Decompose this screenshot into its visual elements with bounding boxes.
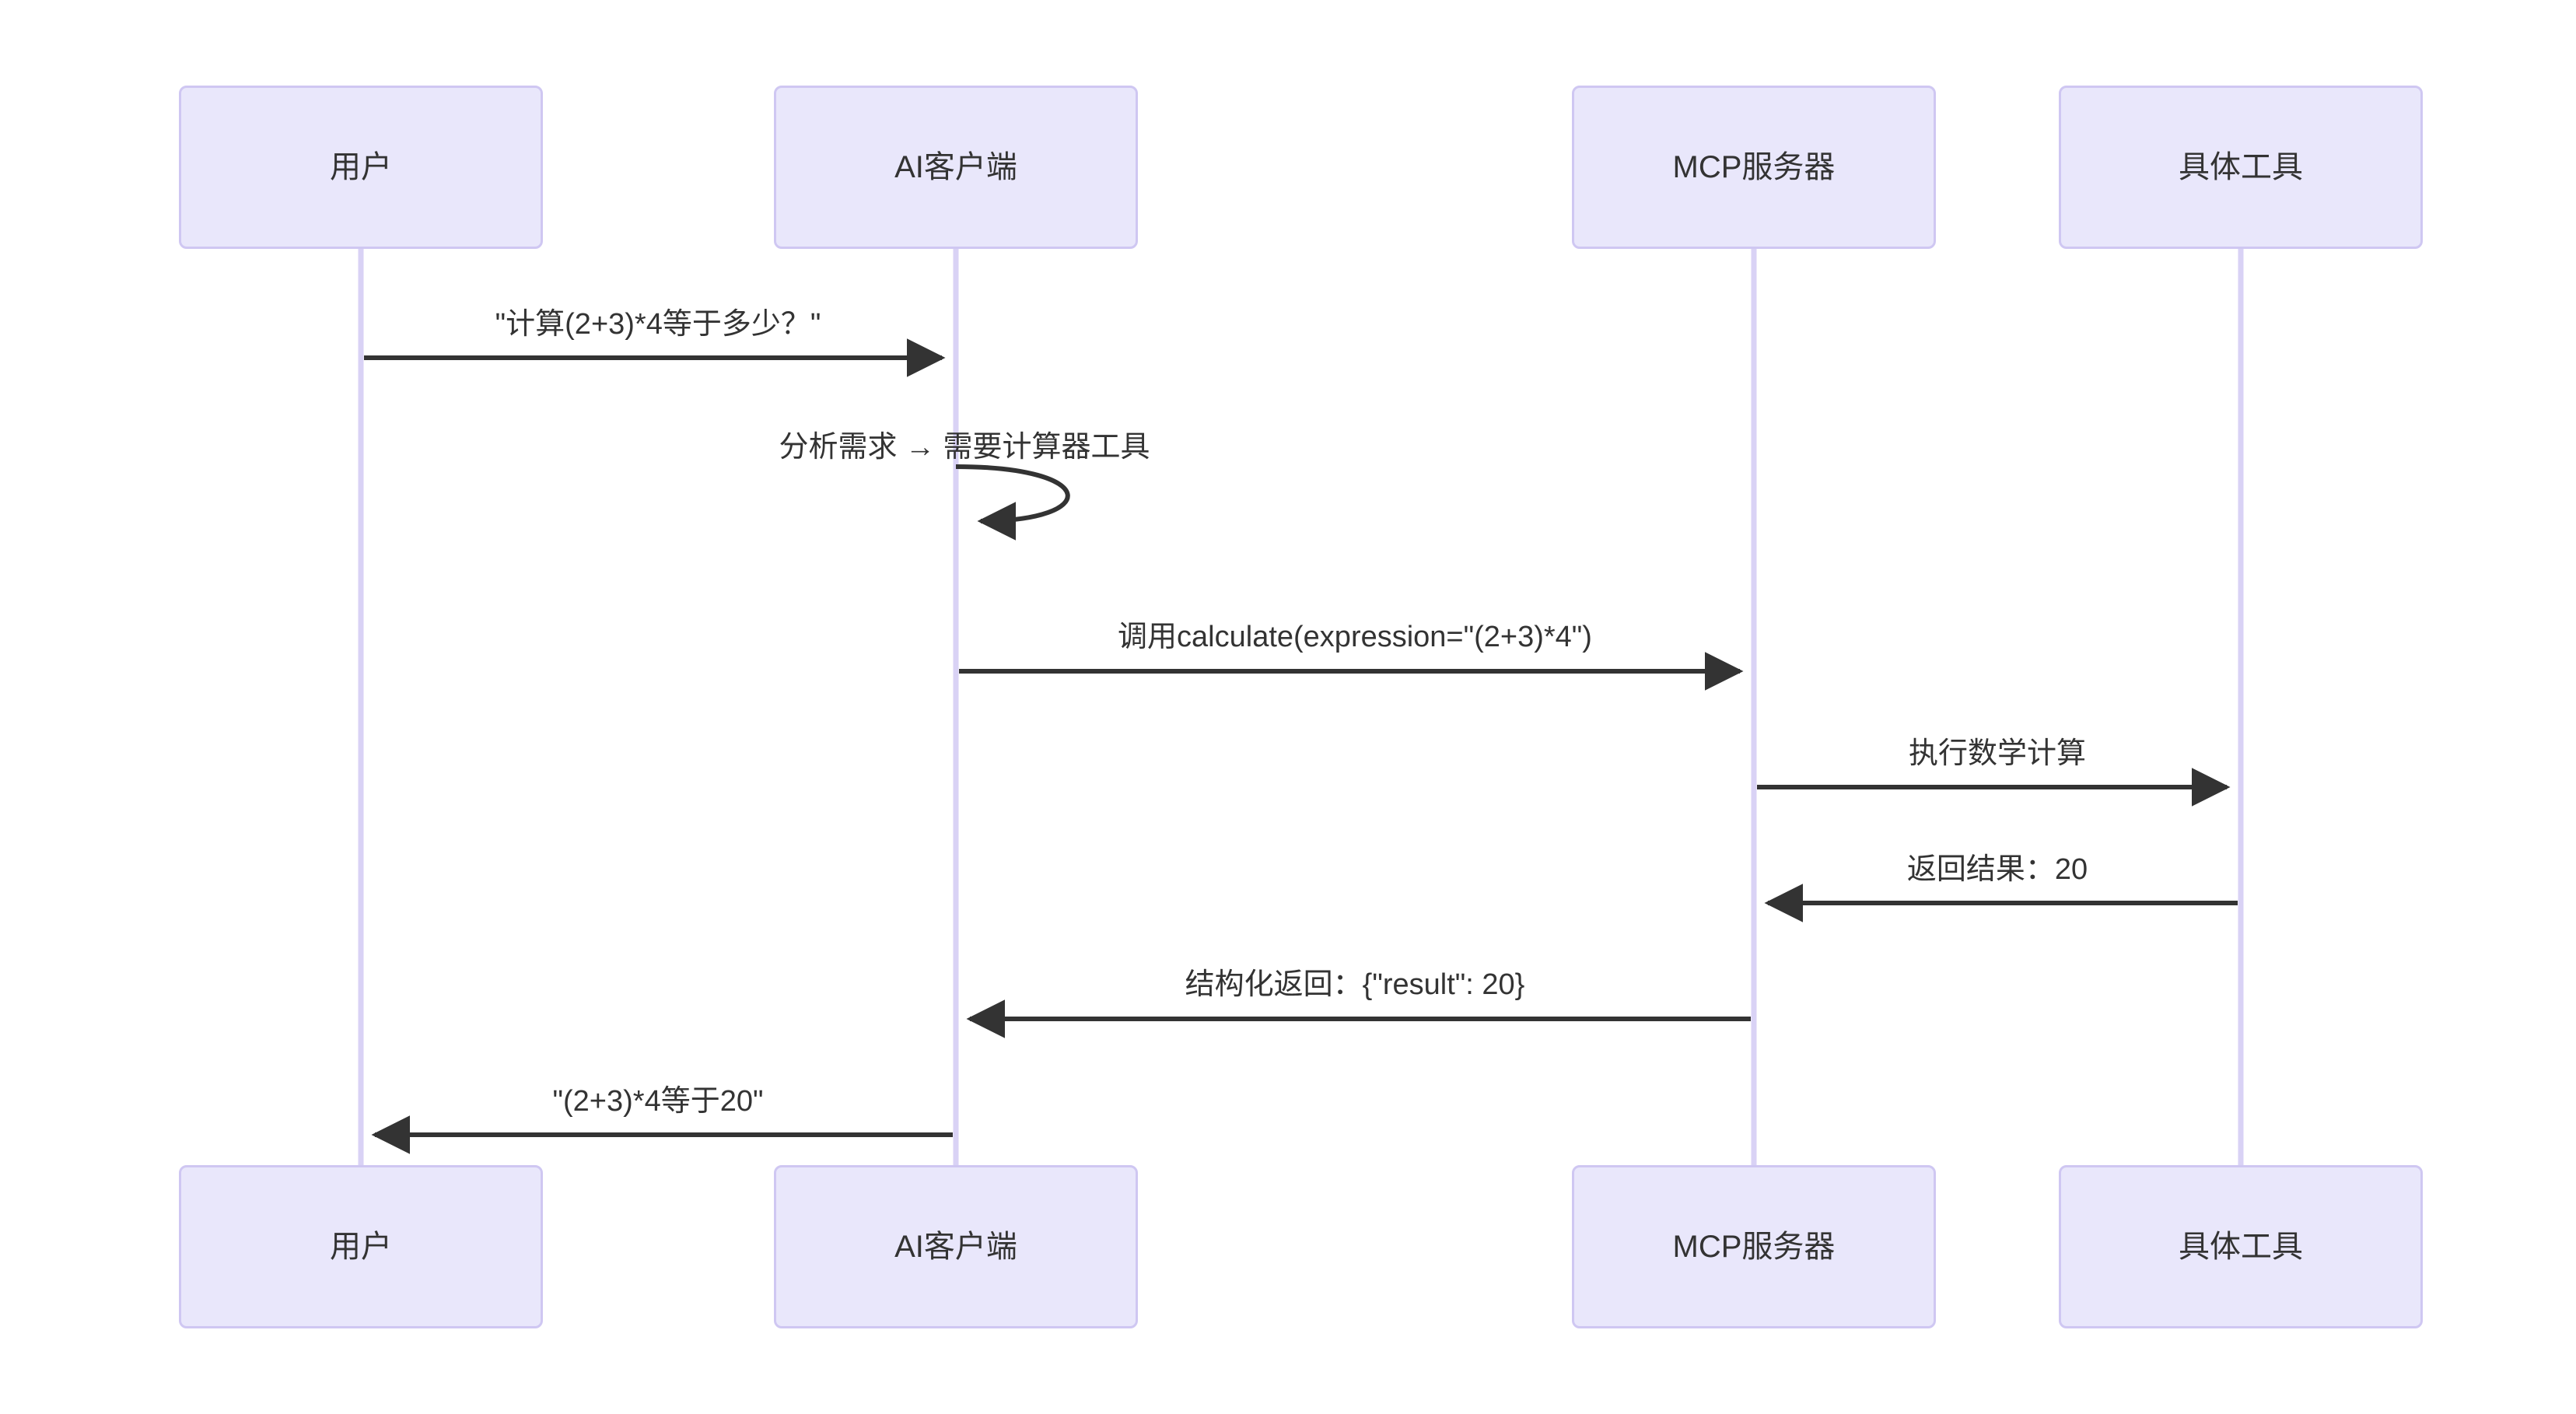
actor-label-tool: 具体工具 — [2179, 150, 2303, 184]
message-label-1: "计算(2+3)*4等于多少？" — [495, 308, 821, 341]
actor-box-bottom-ai_client[interactable]: AI客户端 — [774, 1165, 1138, 1328]
actor-box-bottom-tool[interactable]: 具体工具 — [2059, 1165, 2423, 1328]
actor-box-top-user[interactable]: 用户 — [179, 86, 543, 249]
actor-label-tool: 具体工具 — [2179, 1230, 2303, 1264]
actor-label-user: 用户 — [330, 150, 392, 184]
actor-label-mcp_server: MCP服务器 — [1672, 1230, 1836, 1264]
message-label-4: 执行数学计算 — [1908, 737, 2087, 770]
message-selfloop-2 — [955, 464, 1070, 541]
actor-label-ai_client: AI客户端 — [894, 150, 1017, 184]
message-arrows-group — [364, 338, 2238, 1154]
actor-box-bottom-user[interactable]: 用户 — [179, 1165, 543, 1328]
message-label-3: 调用calculate(expression="(2+3)*4") — [1118, 621, 1592, 653]
message-label-2: 分析需求 → 需要计算器工具 — [779, 431, 1150, 464]
actor-box-top-tool[interactable]: 具体工具 — [2059, 86, 2423, 249]
message-label-6: 结构化返回：{"result": 20} — [1185, 968, 1525, 1001]
actor-label-mcp_server: MCP服务器 — [1672, 150, 1836, 184]
lifelines-group — [358, 249, 2244, 1165]
actor-box-bottom-mcp_server[interactable]: MCP服务器 — [1572, 1165, 1936, 1328]
message-label-5: 返回结果：20 — [1906, 853, 2088, 886]
actor-box-top-ai_client[interactable]: AI客户端 — [774, 86, 1138, 249]
actor-label-ai_client: AI客户端 — [894, 1230, 1017, 1264]
actor-box-top-mcp_server[interactable]: MCP服务器 — [1572, 86, 1936, 249]
actor-label-user: 用户 — [330, 1230, 392, 1264]
message-label-7: "(2+3)*4等于20" — [552, 1085, 764, 1118]
